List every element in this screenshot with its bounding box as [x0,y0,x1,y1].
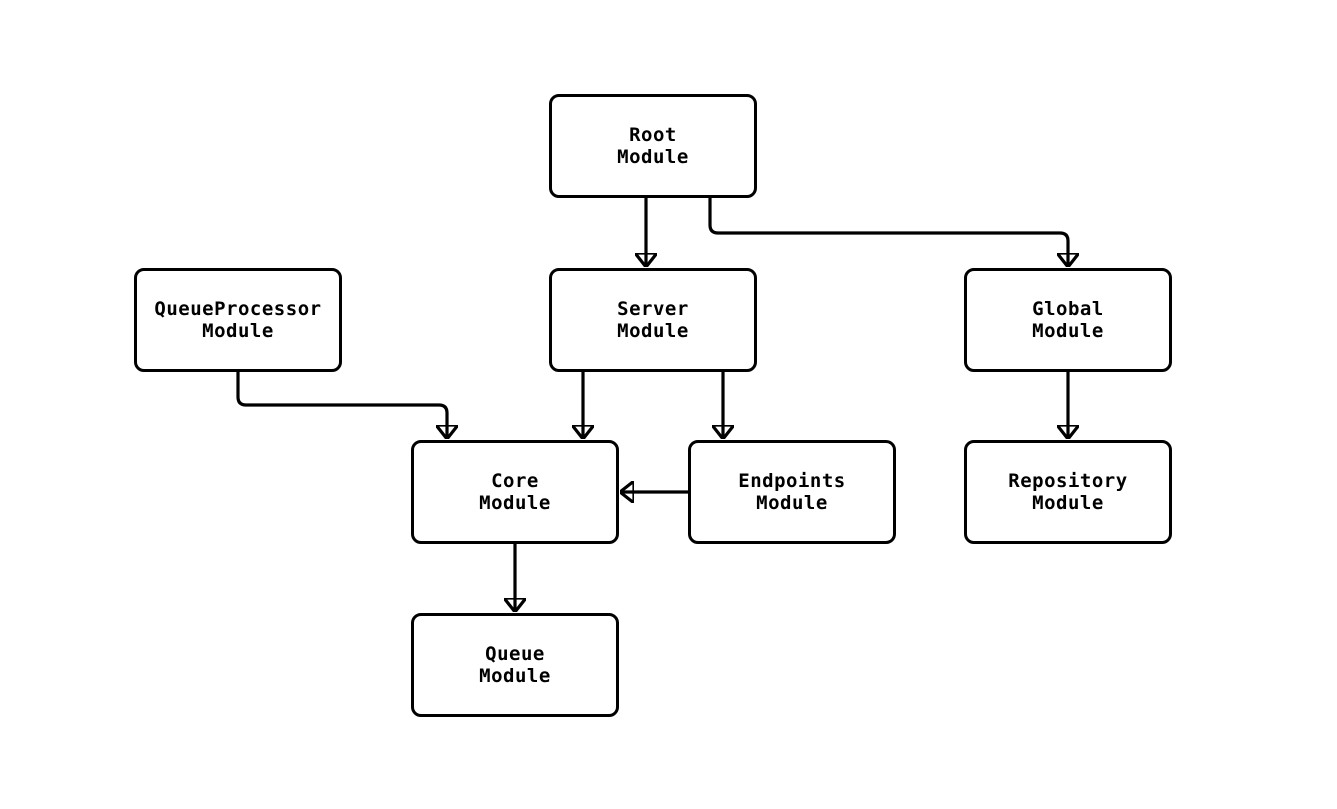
node-global-module: Global Module [964,268,1172,372]
node-root-module: Root Module [549,94,757,198]
node-core-module-label: Core Module [479,470,551,514]
node-queue-module-label: Queue Module [479,643,551,687]
node-repository-module-label: Repository Module [1008,470,1128,514]
edge-root-to-global-arrow [708,198,1068,266]
node-root-module-label: Root Module [617,124,689,168]
node-endpoints-module-label: Endpoints Module [738,470,846,514]
node-core-module: Core Module [411,440,619,544]
node-server-module-label: Server Module [617,298,689,342]
node-endpoints-module: Endpoints Module [688,440,896,544]
edge-queueprocessor-to-core-arrow [236,371,447,438]
node-repository-module: Repository Module [964,440,1172,544]
node-queue-module: Queue Module [411,613,619,717]
node-server-module: Server Module [549,268,757,372]
node-global-module-label: Global Module [1032,298,1104,342]
node-queueprocessor-module-label: QueueProcessor Module [154,298,322,342]
node-queueprocessor-module: QueueProcessor Module [134,268,342,372]
